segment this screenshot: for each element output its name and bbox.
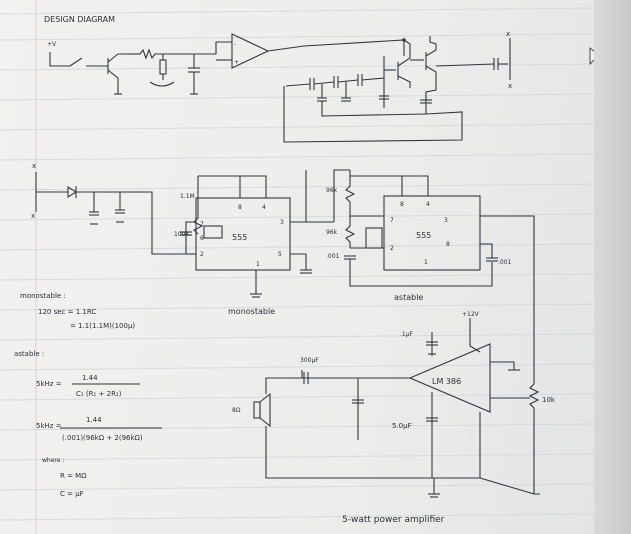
supply-label: +V	[47, 41, 57, 48]
svg-text:2: 2	[390, 245, 394, 252]
svg-text:96k: 96k	[326, 229, 338, 236]
power-amplifier: +12V LM 386 .1μF 10k 300μF 5.0μF 8Ω 5	[232, 311, 556, 525]
opamp-symbol	[231, 33, 270, 69]
output-terminal-top: x	[506, 30, 510, 38]
svg-text:100K: 100K	[174, 231, 190, 238]
svg-text:+12V: +12V	[462, 311, 480, 318]
output-terminal-bottom: x	[508, 82, 512, 90]
svg-text:7: 7	[200, 221, 204, 228]
design-notes: monostable : 120 sec = 1.1RC = 1.1(1.1M)…	[14, 292, 162, 498]
diagram-heading: DESIGN DIAGRAM	[44, 15, 115, 24]
svg-text:3: 3	[280, 219, 284, 226]
svg-text:-: -	[234, 41, 236, 48]
svg-text:(.001)(96kΩ + 2(96kΩ): (.001)(96kΩ + 2(96kΩ)	[62, 434, 143, 442]
opamp-stage: - +	[231, 33, 406, 69]
input-stage: +V	[47, 41, 232, 95]
svg-text:120 sec = 1.1RC: 120 sec = 1.1RC	[38, 308, 96, 316]
ic-555-mono	[195, 197, 291, 271]
monostable-caption: monostable	[228, 307, 275, 316]
svg-text:R = MΩ: R = MΩ	[60, 472, 87, 480]
svg-text:7: 7	[390, 217, 394, 224]
svg-text:96k: 96k	[326, 187, 338, 194]
svg-text:astable :: astable :	[14, 350, 44, 358]
svg-text:LM 386: LM 386	[432, 377, 461, 386]
svg-text:3: 3	[444, 217, 448, 224]
svg-text:5kHz =: 5kHz =	[36, 422, 62, 430]
astable-caption: astable	[394, 293, 423, 302]
svg-text:5: 5	[278, 251, 282, 258]
svg-text:4: 4	[426, 201, 430, 208]
svg-text:1: 1	[424, 259, 428, 266]
svg-text:= 1.1(1.1M)(100μ): = 1.1(1.1M)(100μ)	[70, 322, 135, 330]
svg-text:6: 6	[200, 235, 204, 242]
svg-text:.001: .001	[498, 259, 512, 266]
svg-text:+: +	[234, 59, 239, 66]
svg-text:.1μF: .1μF	[400, 331, 414, 338]
svg-text:4: 4	[262, 204, 266, 211]
amplifier-caption: 5-watt power amplifier	[342, 515, 445, 525]
svg-text:5kHz =: 5kHz =	[36, 380, 62, 388]
svg-text:5.0μF: 5.0μF	[392, 422, 412, 430]
astable-555: 555 8 4 7 2 3 8 1 96k 96k .001 .001 asta…	[326, 169, 535, 380]
svg-text:1.44: 1.44	[86, 416, 102, 424]
svg-text:8: 8	[446, 241, 450, 248]
svg-text:C = μF: C = μF	[60, 490, 84, 498]
terminal-bottom: x	[31, 212, 35, 220]
speaker-icon	[253, 401, 261, 419]
ic-555-astable	[383, 195, 481, 271]
svg-text:.001: .001	[326, 253, 340, 260]
svg-text:1.44: 1.44	[82, 374, 98, 382]
svg-text:1.1M: 1.1M	[180, 193, 195, 200]
mouse-cursor-icon	[589, 47, 603, 67]
filter-stage: x x	[31, 162, 190, 255]
transistor-output-stage: x x	[283, 30, 512, 143]
svg-text:555: 555	[232, 233, 247, 242]
lm386-amp	[408, 343, 491, 413]
monostable-555: 555 8 4 7 6 3 2 5 1 1.1M 100K monostable	[174, 170, 334, 316]
svg-text:2: 2	[200, 251, 204, 258]
svg-text:8: 8	[400, 201, 404, 208]
page-ruling	[35, 0, 37, 534]
svg-text:1: 1	[256, 261, 260, 268]
svg-text:10k: 10k	[542, 396, 556, 404]
svg-text:300μF: 300μF	[300, 357, 319, 364]
svg-text:8Ω: 8Ω	[232, 407, 241, 414]
svg-text:C₁ (R₁ + 2R₂): C₁ (R₁ + 2R₂)	[76, 390, 122, 398]
terminal-top: x	[32, 162, 36, 170]
svg-text:8: 8	[238, 204, 242, 211]
svg-text:where :: where :	[42, 457, 64, 464]
svg-text:555: 555	[416, 231, 431, 240]
svg-text:monostable :: monostable :	[20, 292, 66, 300]
